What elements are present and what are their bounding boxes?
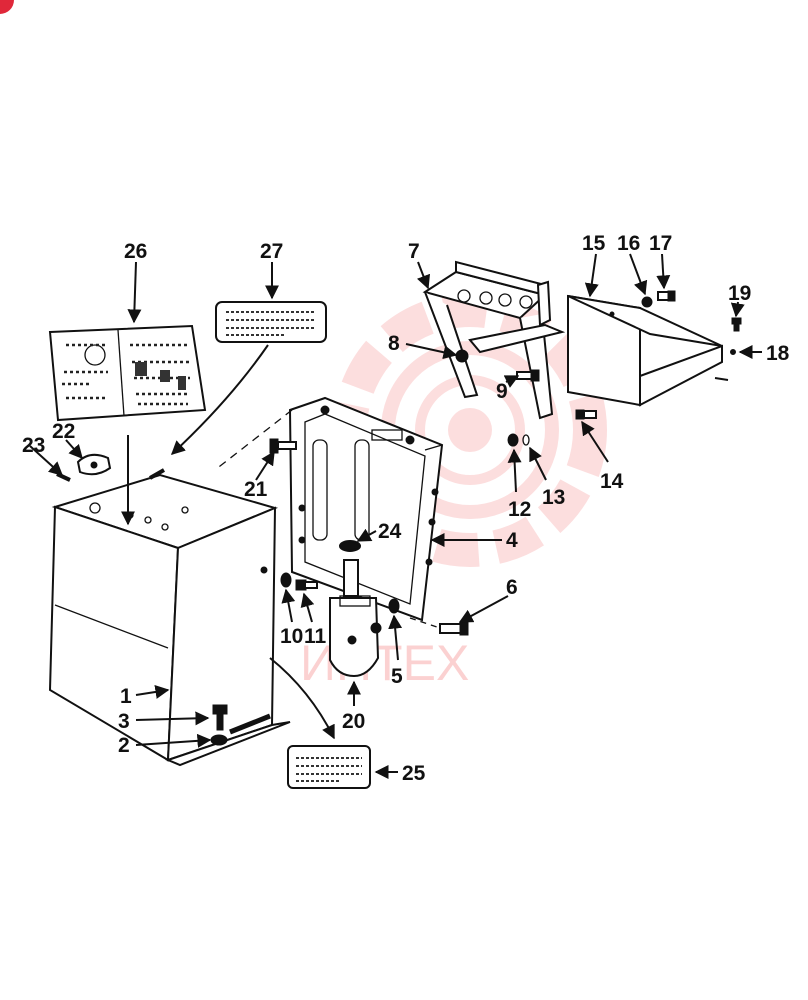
screw-11 [295, 579, 318, 591]
bracket-plate-4 [288, 396, 444, 622]
callout-23: 23 [22, 434, 45, 457]
callout-18: 18 [766, 342, 790, 365]
callout-10: 10 [280, 625, 303, 648]
callout-4: 4 [506, 529, 518, 552]
callout-25: 25 [402, 762, 426, 785]
callout-13: 13 [542, 486, 565, 509]
screw-17 [657, 290, 676, 302]
watermark-text: ИНТЕХ [300, 635, 469, 691]
cover-plate-15 [567, 294, 729, 407]
callout-21: 21 [244, 478, 268, 501]
callout-11: 11 [304, 625, 327, 648]
callout-15: 15 [582, 232, 606, 255]
callout-19: 19 [728, 282, 751, 305]
bolt-9 [516, 369, 540, 382]
support-bracket-7 [422, 260, 566, 420]
washer-12 [507, 433, 519, 447]
caution-plate-27 [215, 301, 327, 343]
nut-5 [388, 598, 400, 614]
bolt-3 [212, 704, 228, 731]
washer-10 [280, 572, 292, 588]
console-box-1 [48, 468, 291, 767]
callout-2: 2 [118, 734, 130, 757]
callout-20: 20 [342, 710, 365, 733]
callout-22: 22 [52, 420, 75, 443]
washer-24 [340, 541, 360, 551]
nut-8 [455, 349, 469, 363]
bolt-14 [575, 409, 597, 420]
leader-lines [29, 253, 762, 779]
callout-6: 6 [506, 576, 518, 599]
bolt-6 [439, 621, 469, 636]
callout-27: 27 [260, 240, 283, 263]
callout-17: 17 [649, 232, 672, 255]
callout-5: 5 [391, 665, 403, 688]
callout-16: 16 [617, 232, 640, 255]
callout-1: 1 [120, 685, 132, 708]
callout-3: 3 [118, 710, 130, 733]
screw-19 [731, 317, 742, 332]
warning-plate-25 [287, 745, 371, 789]
knob-22 [76, 453, 112, 476]
callout-7: 7 [408, 240, 420, 263]
corner-badge [0, 0, 14, 14]
instruction-plate-26 [48, 324, 207, 422]
callout-labels: 26 27 7 15 16 17 19 18 8 9 23 22 21 12 1… [22, 232, 790, 785]
washer-16 [641, 296, 653, 308]
callout-9: 9 [496, 380, 508, 403]
callout-8: 8 [388, 332, 400, 355]
callout-24: 24 [378, 520, 402, 543]
nut-18 [730, 349, 736, 355]
callout-14: 14 [600, 470, 624, 493]
pin-23 [56, 472, 71, 482]
washer-2 [210, 734, 228, 746]
valve-20 [329, 540, 382, 678]
callout-12: 12 [508, 498, 531, 521]
washer-13 [522, 434, 530, 446]
callout-26: 26 [124, 240, 147, 263]
